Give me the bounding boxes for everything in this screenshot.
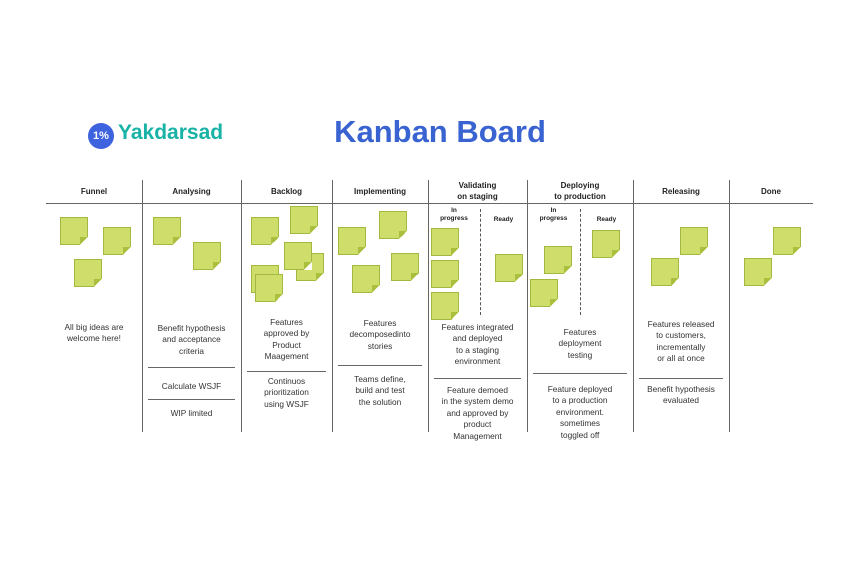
sticky-note[interactable] — [744, 258, 772, 286]
sticky-note[interactable] — [103, 227, 131, 255]
logo-icon: 1% — [88, 123, 114, 149]
subcolumn-divider — [480, 209, 481, 315]
column-description: Benefit hypothesis and acceptance criter… — [157, 323, 226, 356]
column-description: Calculate WSJF — [161, 381, 222, 391]
sticky-note[interactable] — [338, 227, 366, 255]
sticky-note[interactable] — [530, 279, 558, 307]
text-separator — [148, 367, 235, 368]
sticky-note[interactable] — [74, 259, 102, 287]
sticky-note[interactable] — [153, 217, 181, 245]
column-description: Features approved by Product Maagement — [263, 317, 310, 362]
sticky-note[interactable] — [255, 274, 283, 302]
subcolumn-label-in-progress: In progress — [539, 207, 568, 222]
sticky-note[interactable] — [680, 227, 708, 255]
sticky-note[interactable] — [773, 227, 801, 255]
sticky-note[interactable] — [284, 242, 312, 270]
column-header: Validating on staging — [457, 181, 498, 201]
sticky-note[interactable] — [592, 230, 620, 258]
subcolumn-label-ready: Ready — [596, 216, 617, 223]
subcolumn-divider — [580, 209, 581, 315]
sticky-note[interactable] — [431, 260, 459, 288]
subcolumn-label-in-progress: In progress — [440, 207, 468, 222]
column-description: Feature deployed to a production environ… — [547, 384, 613, 440]
logo-text: Yakdarsad — [118, 121, 224, 144]
column-divider — [332, 180, 333, 432]
sticky-note[interactable] — [544, 246, 572, 274]
column-description: All big ideas are welcome here! — [64, 322, 124, 344]
column-divider — [527, 180, 528, 432]
column-header: Done — [761, 186, 781, 196]
column-header: Deploying to production — [554, 181, 606, 201]
column-description: Feature demoed in the system demo and ap… — [441, 385, 514, 441]
column-description: WIP limited — [170, 408, 213, 418]
column-description: Features released to customers, incremen… — [647, 319, 715, 364]
column-description: Teams define, build and test the solutio… — [354, 374, 406, 407]
sticky-note[interactable] — [431, 228, 459, 256]
sticky-note[interactable] — [290, 206, 318, 234]
column-divider — [633, 180, 634, 432]
text-separator — [247, 371, 326, 372]
sticky-note[interactable] — [193, 242, 221, 270]
column-divider — [142, 180, 143, 432]
column-header: Releasing — [662, 186, 700, 196]
sticky-note[interactable] — [495, 254, 523, 282]
header-divider — [46, 203, 813, 204]
column-divider — [241, 180, 242, 432]
column-description: Features integrated and deployed to a st… — [441, 322, 514, 367]
column-header: Implementing — [353, 186, 406, 196]
column-divider — [729, 180, 730, 432]
page-title: Kanban Board — [334, 114, 546, 149]
sticky-note[interactable] — [391, 253, 419, 281]
sticky-note[interactable] — [651, 258, 679, 286]
subcolumn-label-ready: Ready — [493, 216, 514, 223]
column-description: Features decomposedinto stories — [349, 318, 411, 351]
column-header: Backlog — [270, 186, 303, 196]
text-separator — [148, 399, 235, 400]
sticky-note[interactable] — [352, 265, 380, 293]
column-description: Features deployment testing — [558, 327, 602, 360]
text-separator — [639, 378, 723, 379]
text-separator — [434, 378, 521, 379]
sticky-note[interactable] — [379, 211, 407, 239]
column-header: Analysing — [172, 186, 211, 196]
text-separator — [338, 365, 422, 366]
column-description: Benefit hypothesis evaluated — [647, 384, 715, 406]
column-header: Funnel — [80, 186, 108, 196]
text-separator — [533, 373, 627, 374]
column-description: Continuos prioritization using WSJF — [264, 376, 309, 409]
sticky-note[interactable] — [251, 217, 279, 245]
sticky-note[interactable] — [431, 292, 459, 320]
sticky-note[interactable] — [60, 217, 88, 245]
column-divider — [428, 180, 429, 432]
